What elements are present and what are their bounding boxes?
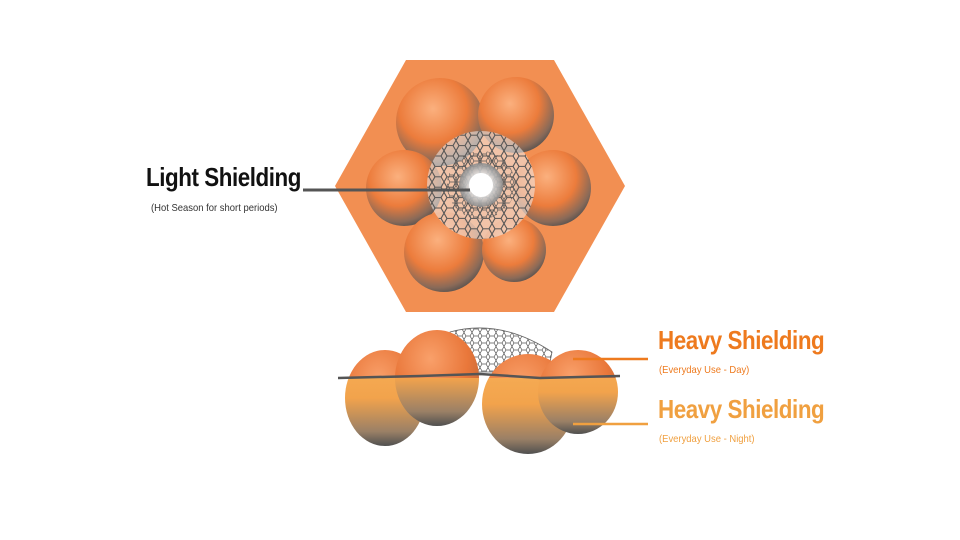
divider-line	[337, 372, 621, 380]
heavy-shielding-night-title: Heavy Shielding	[658, 394, 825, 424]
graphene-mesh	[427, 131, 535, 239]
hexagon-shield-panel	[335, 60, 625, 312]
light-shielding-title: Light Shielding	[146, 162, 302, 192]
sphere	[515, 150, 591, 226]
heavy-shielding-day-title: Heavy Shielding	[658, 325, 825, 355]
heavy-shielding-day-subtitle: (Everyday Use - Day)	[659, 364, 750, 376]
light-shielding-subtitle: (Hot Season for short periods)	[151, 202, 278, 214]
sphere-cluster	[337, 327, 621, 454]
sphere	[366, 150, 442, 226]
heavy-shielding-night-subtitle: (Everyday Use - Night)	[659, 433, 755, 445]
